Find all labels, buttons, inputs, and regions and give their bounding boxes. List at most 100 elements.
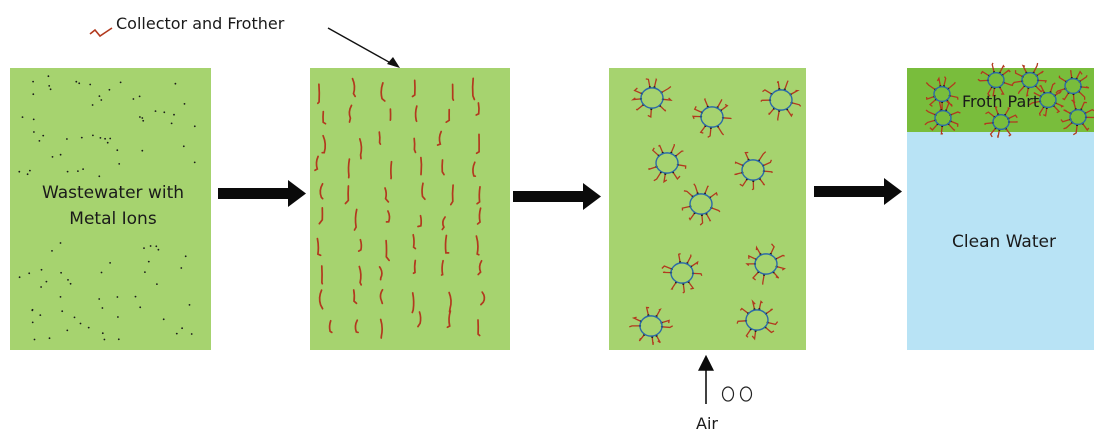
bubble-with-collector [925, 76, 959, 112]
metal-ion-dot [87, 326, 90, 329]
collector-strand [316, 237, 322, 257]
collector-strand [412, 233, 417, 250]
metal-ion-dot [59, 153, 62, 156]
metal-ion-dot [61, 310, 64, 313]
metal-ion-dot [98, 298, 101, 300]
collector-strand [316, 83, 321, 105]
metal-ion-dot [31, 309, 34, 312]
metal-ion-dot [69, 282, 72, 285]
metal-ion-dot [134, 295, 137, 298]
metal-ion-dot [99, 137, 102, 139]
metal-ion-dot [33, 338, 36, 341]
froth-part-label: Froth Part [962, 92, 1040, 111]
metal-ion-dot [100, 271, 103, 274]
collector-strand [322, 110, 327, 125]
metal-ion-dot [193, 161, 196, 164]
metal-ion-dot [18, 276, 21, 279]
collector-strand [352, 289, 358, 305]
bubble-with-collector [924, 100, 961, 135]
metal-ion-dot [119, 81, 122, 84]
air-bubble-icon [721, 386, 735, 402]
metal-ion-dot [21, 116, 24, 118]
metal-ion-dot [190, 333, 193, 335]
collector-strand [471, 77, 476, 101]
collector-strand [379, 288, 384, 305]
metal-ion-dot [118, 163, 121, 165]
collector-strand [477, 319, 481, 337]
wastewater-label-line2: Metal Ions [69, 209, 157, 230]
collector-legend-squiggle-icon [89, 27, 113, 38]
collector-strand [436, 130, 443, 146]
collector-strand [475, 102, 480, 116]
collector-strand [378, 266, 383, 281]
metal-ion-dot [174, 82, 177, 85]
metal-ion-dot [77, 170, 79, 173]
metal-ion-dot [39, 314, 42, 316]
collector-strand [475, 235, 480, 256]
collector-strand [421, 182, 426, 201]
metal-ion-dot [32, 80, 34, 83]
collector-strands [314, 77, 486, 339]
metal-ion-dot [109, 262, 111, 264]
metal-ion-dot [59, 242, 62, 244]
bubble-with-collector [1029, 82, 1065, 117]
metal-ion-dot [116, 149, 119, 152]
metal-ion-dot [49, 88, 52, 91]
process-arrow-2 [513, 183, 601, 210]
tank-wastewater [10, 68, 211, 350]
bubble-with-collector [661, 252, 703, 294]
metal-ion-dot [117, 338, 120, 341]
metal-ion-dot [48, 85, 51, 87]
metal-ion-dot [80, 136, 83, 139]
metal-ion-dot [182, 145, 185, 148]
tank-aeration [609, 68, 806, 350]
metal-ion-dot [48, 337, 51, 340]
collector-strand [357, 238, 363, 252]
collector-strand [477, 259, 483, 276]
collector-strand [413, 137, 417, 154]
wastewater-label-line1: Wastewater with [41, 183, 185, 203]
collector-frother-label: Collector and Frother [116, 14, 285, 33]
collector-pointer-arrowhead [387, 57, 400, 68]
metal-ion-dot [73, 316, 76, 319]
metal-ion-dot [193, 125, 196, 128]
metal-ion-dot [181, 327, 184, 330]
metal-ion-dot [180, 267, 183, 269]
bubble-with-collector [629, 306, 674, 345]
metal-ion-dot [98, 95, 101, 97]
metal-ion-dot [51, 250, 53, 252]
collector-strand [448, 291, 452, 313]
metal-ion-dot [78, 82, 81, 85]
metal-ion-dot [104, 137, 106, 140]
collector-strand [475, 133, 480, 155]
collector-strand [441, 159, 445, 176]
bubble-with-collector [736, 299, 779, 341]
metal-ion-dot [154, 110, 157, 112]
metal-ion-dot [89, 83, 92, 86]
collector-strand [446, 310, 452, 329]
metal-ion-dot [101, 307, 104, 309]
collector-strand [445, 108, 451, 124]
collector-strand [444, 234, 450, 254]
collector-strand [385, 239, 390, 262]
bubble-with-collector [984, 106, 1018, 138]
metal-ion-dot [79, 322, 82, 325]
collector-strand [472, 161, 477, 178]
metal-ion-dot [138, 95, 141, 98]
bubble-with-collector [734, 151, 773, 191]
bubble-with-collector [745, 243, 786, 285]
metal-ion-dot [142, 119, 145, 122]
metal-ion-dot [141, 117, 144, 119]
collector-strand [321, 134, 327, 154]
collector-strand [347, 158, 351, 179]
metal-ion-dot [32, 118, 35, 121]
collector-strand [420, 156, 423, 176]
collector-strand [319, 182, 324, 200]
metal-ion-dot [183, 103, 186, 105]
metal-ion-dot [100, 99, 103, 101]
wastewater-label: Wastewater with Metal Ions [18, 180, 208, 233]
metal-ion-dot [139, 306, 142, 309]
collector-strand [441, 216, 446, 231]
collector-strand [414, 105, 418, 123]
collector-strand [353, 208, 358, 231]
